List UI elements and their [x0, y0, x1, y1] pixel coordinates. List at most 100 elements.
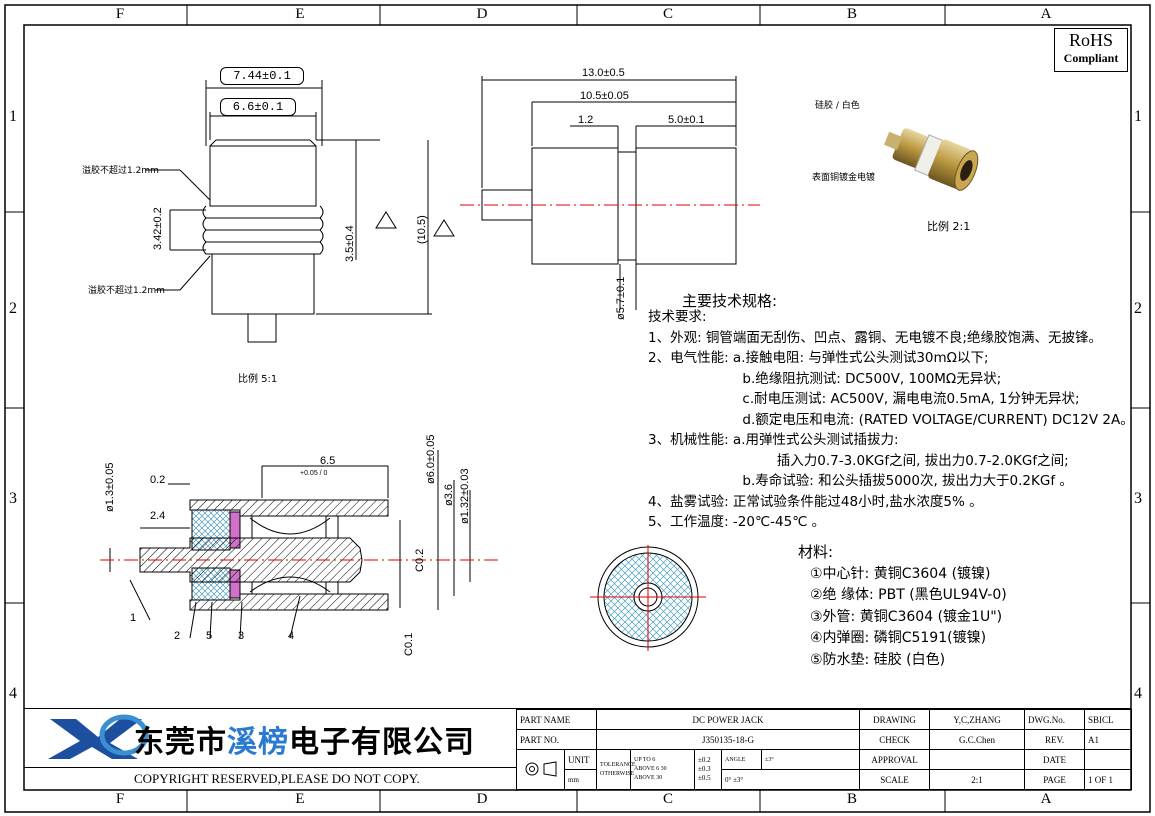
tolerance-label-text: TOLERANCE — [600, 761, 636, 768]
side-view-drawing — [460, 76, 760, 310]
row-label-4-right: 4 — [1134, 685, 1142, 702]
dim-7-44: 7.44±0.1 — [220, 67, 304, 85]
spec-line: 4、盐雾试验: 正常试验条件能过48小时,盐水浓度5% 。 — [648, 493, 983, 510]
tol-value-3: ±0.5 — [698, 774, 711, 782]
spec-line: 技术要求: — [648, 309, 707, 325]
angle-value: 0° ±3° — [721, 769, 861, 790]
company-name-part-c: 电子有限公司 — [289, 725, 475, 760]
callout-1: 1 — [130, 612, 137, 624]
callout-2: 2 — [174, 630, 181, 642]
material-item: ④内弹圈: 磷铜C5191(镀镍) — [810, 630, 987, 646]
dim-2-4: 2.4 — [150, 510, 166, 522]
company-name: 东莞市溪榜电子有限公司 — [134, 717, 475, 761]
callout-5: 5 — [206, 630, 213, 642]
rev-label: REV. — [1024, 729, 1086, 750]
zone-label-top-b: B — [846, 6, 857, 22]
otherwise-label-text: OTHERWISE — [600, 770, 635, 777]
tol-value-2: ±0.3 — [698, 765, 711, 773]
tolerance-values: ±0.2±0.3±0.5 — [694, 749, 723, 790]
product-photo — [883, 128, 979, 191]
spec-line: c.耐电压测试: AC500V, 漏电电流0.5mA, 1分钟无异状; — [648, 391, 1080, 407]
company-block: 东莞市溪榜电子有限公司 COPYRIGHT RESERVED,PLEASE DO… — [24, 708, 517, 791]
dim-1-32: ø1.32±0.03 — [459, 468, 471, 524]
row-label-1: 1 — [9, 108, 17, 125]
check-value: G.C.Chen — [929, 729, 1026, 750]
dim-c0-1: C0.1 — [403, 632, 415, 656]
dim-6-6: 6.6±0.1 — [220, 98, 296, 116]
zone-label-bottom-b: B — [846, 791, 857, 807]
dim-6-5: 6.5 — [320, 455, 336, 467]
material-item: ③外管: 黄铜C3604 (镀金1U") — [810, 608, 1003, 625]
materials-title: 材料: — [798, 543, 834, 561]
zone-label-top-f: F — [115, 6, 125, 22]
spec-line: 3、机械性能: a.用弹性式公头测试插拔力: — [648, 432, 899, 448]
part-name-value: DC POWER JACK — [596, 709, 861, 730]
rohs-box: RoHS Compliant — [1054, 28, 1128, 72]
dwgno-value: SBICL — [1084, 709, 1133, 730]
dim-0-2: 0.2 — [150, 474, 166, 486]
projection-symbol — [516, 749, 565, 790]
part-no-label: PART NO. — [515, 729, 598, 750]
part-name-label: PART NAME — [515, 709, 598, 730]
zone-label-bottom-c: C — [662, 791, 673, 807]
dim-5-7: ø5.7±0.1 — [615, 276, 627, 320]
front-view-drawing — [145, 80, 455, 343]
scale-value: 2:1 — [929, 769, 1026, 790]
approval-value — [929, 749, 1026, 770]
spec-line: 1、外观: 铜管端面无刮伤、凹点、露铜、无电镀不良;绝缘胶饱满、无披锋。 — [648, 329, 1102, 346]
photo-label-silicone: 硅胶 / 白色 — [815, 101, 860, 111]
company-name-part-b: 溪榜 — [227, 725, 289, 760]
zone-label-top-a: A — [1040, 6, 1052, 22]
third-angle-projection-icon — [525, 760, 556, 777]
zone-label-top-c: C — [662, 6, 673, 22]
approval-label: APPROVAL — [859, 749, 931, 770]
company-logo — [48, 714, 149, 759]
unit-label: UNIT — [563, 749, 598, 770]
row-label-3: 3 — [9, 490, 17, 507]
scale-5-1: 比例 5:1 — [238, 374, 278, 385]
date-value — [1084, 749, 1133, 770]
title-block: PART NAME DC POWER JACK DRAWING Y,C,ZHAN… — [515, 708, 1133, 791]
dim-10-5: (10.5) — [416, 215, 428, 244]
material-item: ②绝 缘体: PBT (黑色UL94V-0) — [810, 587, 1007, 603]
tol-range-1: UP TO 6 — [634, 757, 656, 763]
photo-label-plating: 表面铜镀金电镀 — [812, 173, 876, 183]
page-value: 1 OF 1 — [1084, 769, 1133, 790]
dwgno-label: DWG.No. — [1024, 709, 1086, 730]
dim-3-6: ø3.6 — [443, 483, 455, 506]
drawing-label: DRAWING — [859, 709, 931, 730]
note-overflow-1: 溢胶不超过1.2mm — [82, 166, 159, 176]
part-no-value: J350135-18-G — [596, 729, 861, 750]
copyright-text: COPYRIGHT RESERVED,PLEASE DO NOT COPY. — [134, 771, 420, 786]
dim-1-2: 1.2 — [578, 114, 594, 126]
company-name-part-a: 东莞市 — [134, 725, 227, 760]
materials-list: 材料: ①中心针: 黄铜C3604 (镀镍) ②绝 缘体: PBT (黑色UL9… — [798, 542, 1007, 671]
dim-tolerance: +0.05 / 0 — [300, 470, 328, 477]
dim-1-3: ø1.3±0.05 — [104, 462, 116, 512]
dim-13-0: 13.0±0.5 — [582, 67, 625, 79]
tol-range-2: ABOVE 6 30 — [634, 766, 667, 772]
tolerance-label: TOLERANCE OTHERWISE — [596, 749, 636, 790]
spec-line: 插入力0.7-3.0KGf之间, 拔出力0.7-2.0KGf之间; — [648, 452, 1069, 469]
row-label-1-right: 1 — [1134, 108, 1142, 125]
zone-label-bottom-f: F — [115, 791, 125, 807]
scale-2-1: 比例 2:1 — [927, 220, 971, 233]
date-label: DATE — [1024, 749, 1086, 770]
callout-3: 3 — [238, 630, 245, 642]
dim-3-5: 3.5±0.4 — [344, 225, 356, 262]
zone-label-top-e: E — [295, 6, 305, 22]
note-overflow-2: 溢胶不超过1.2mm — [88, 286, 165, 296]
material-item: ⑤防水垫: 硅胶 (白色) — [810, 651, 946, 668]
scale-label: SCALE — [859, 769, 931, 790]
zone-label-bottom-a: A — [1040, 791, 1052, 807]
zone-label-top-d: D — [476, 6, 488, 22]
row-label-3-right: 3 — [1134, 490, 1142, 507]
unit-value: mm — [563, 769, 598, 790]
spec-line: 5、工作温度: -20℃-45℃ 。 — [648, 514, 826, 530]
check-label: CHECK — [859, 729, 931, 750]
dim-c0-2: C0.2 — [414, 548, 426, 572]
angle-header: ANGLE — [721, 749, 763, 770]
end-view-drawing — [590, 545, 706, 651]
